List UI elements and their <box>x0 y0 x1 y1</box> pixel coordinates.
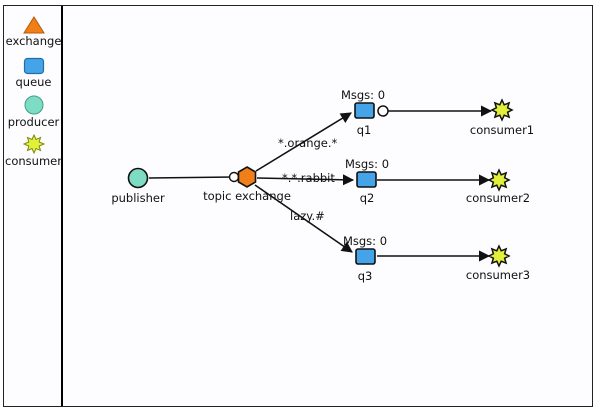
queue-msgs-q3: Msgs: 0 <box>343 234 387 248</box>
producer-icon <box>127 167 149 189</box>
publisher-label: publisher <box>111 191 165 205</box>
consumer-node-2[interactable]: consumer2 <box>466 168 530 205</box>
queue-msgs-q2: Msgs: 0 <box>345 157 389 171</box>
triangle-icon <box>22 16 45 34</box>
consumer-label-3: consumer3 <box>466 268 530 282</box>
circle-icon <box>24 95 43 115</box>
edge-exchange-q2[interactable] <box>256 174 355 186</box>
publisher-node[interactable]: publisher <box>111 167 165 206</box>
consumer-node-1[interactable]: consumer1 <box>470 98 534 137</box>
edge-exchange-q3[interactable] <box>254 184 353 253</box>
palette-label-consumer: consumer <box>5 154 62 168</box>
queue-name-q2: q2 <box>360 191 375 205</box>
queue-name-q1: q1 <box>357 123 372 137</box>
consumer-label-2: consumer2 <box>466 191 530 205</box>
edge-publisher-exchange[interactable] <box>148 176 235 179</box>
palette-label-exchange: exchange <box>5 34 62 48</box>
app-window: exchange queue producer consumer <box>3 5 593 407</box>
diagram-canvas: *.orange.* *.*.rabbit lazy.# publisher t… <box>111 88 534 283</box>
edge-exchange-q1[interactable] <box>255 112 352 172</box>
consumer-label-1: consumer1 <box>470 123 534 137</box>
queue-msgs-q1: Msgs: 0 <box>341 88 385 102</box>
hexagon-icon <box>237 166 257 188</box>
node-palette: exchange queue producer consumer <box>4 6 63 406</box>
binding-key-rabbit: *.*.rabbit <box>282 171 335 185</box>
exchange-label: topic exchange <box>203 189 291 203</box>
exchange-node[interactable]: topic exchange <box>203 166 291 203</box>
palette-item-producer[interactable]: producer <box>4 95 63 129</box>
binding-key-orange: *.orange.* <box>278 136 338 150</box>
consumer-node-3[interactable]: consumer3 <box>466 244 530 282</box>
consumer-icon <box>490 98 514 122</box>
palette-item-consumer[interactable]: consumer <box>4 134 63 168</box>
exchange-port-icon <box>228 171 240 183</box>
palette-item-queue[interactable]: queue <box>4 57 63 89</box>
queue-node-q1[interactable]: Msgs: 0 q1 <box>341 88 389 137</box>
queue-name-q3: q3 <box>358 269 373 283</box>
binding-key-lazy: lazy.# <box>290 209 325 223</box>
queue-node-q2[interactable]: Msgs: 0 q2 <box>345 157 389 205</box>
palette-label-producer: producer <box>7 115 60 129</box>
rounded-rect-icon <box>23 57 44 75</box>
consumer-icon <box>487 168 511 192</box>
queue-node-q3[interactable]: Msgs: 0 q3 <box>343 234 387 283</box>
palette-label-queue: queue <box>15 75 52 89</box>
queue-icon <box>354 102 375 119</box>
queue-icon <box>356 171 377 188</box>
star-burst-icon <box>22 134 45 154</box>
palette-item-exchange[interactable]: exchange <box>4 16 63 48</box>
queue-icon <box>355 248 376 265</box>
consumer-icon <box>487 244 511 268</box>
queue-port-icon <box>377 105 389 117</box>
